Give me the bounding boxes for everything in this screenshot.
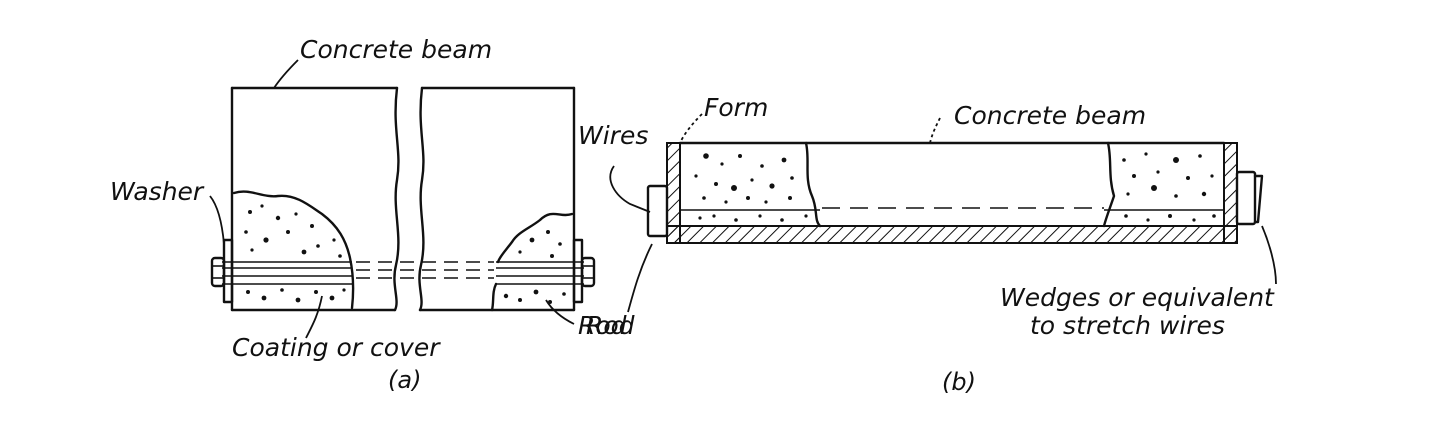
leader-concrete-beam-b	[929, 117, 941, 144]
figure-b: Form Wires Concrete beam Rod Wedges or e…	[578, 93, 1277, 396]
anchor-right-wedge	[1235, 170, 1264, 226]
leader-wedges	[1261, 225, 1277, 285]
washer-right	[572, 238, 596, 304]
concrete-cutaway-left	[232, 190, 355, 310]
label-wedges-line1: Wedges or equivalent	[1000, 283, 1275, 312]
label-wedges-line2: to stretch wires	[1030, 311, 1225, 340]
caption-b: (b)	[942, 368, 976, 396]
concrete-fill-left	[680, 141, 822, 228]
leader-rod-b	[627, 243, 653, 313]
leader-coating	[305, 295, 323, 339]
rod-and-wires	[222, 261, 584, 285]
label-washer: Washer	[110, 177, 205, 206]
leader-wires	[609, 165, 651, 213]
leader-rod-a	[545, 299, 575, 325]
label-coating-or-cover: Coating or cover	[232, 333, 441, 362]
figure-a: Concrete beam Washer Coating or cover Ro…	[110, 35, 627, 394]
label-wires: Wires	[578, 121, 648, 150]
form-bottom	[666, 225, 1238, 244]
concrete-fill-right	[1102, 141, 1224, 228]
leader-concrete-beam-a	[273, 59, 299, 89]
anchor-left	[646, 184, 669, 238]
leader-form	[679, 113, 703, 144]
caption-a: (a)	[388, 366, 421, 394]
label-form: Form	[704, 93, 768, 122]
label-concrete-beam-a: Concrete beam	[300, 35, 492, 64]
washer-left	[210, 238, 234, 304]
label-rod-b: Rod	[586, 311, 635, 340]
label-concrete-beam-b: Concrete beam	[954, 101, 1146, 130]
label-rod-a: Rod	[578, 311, 627, 340]
leader-washer	[209, 195, 225, 245]
